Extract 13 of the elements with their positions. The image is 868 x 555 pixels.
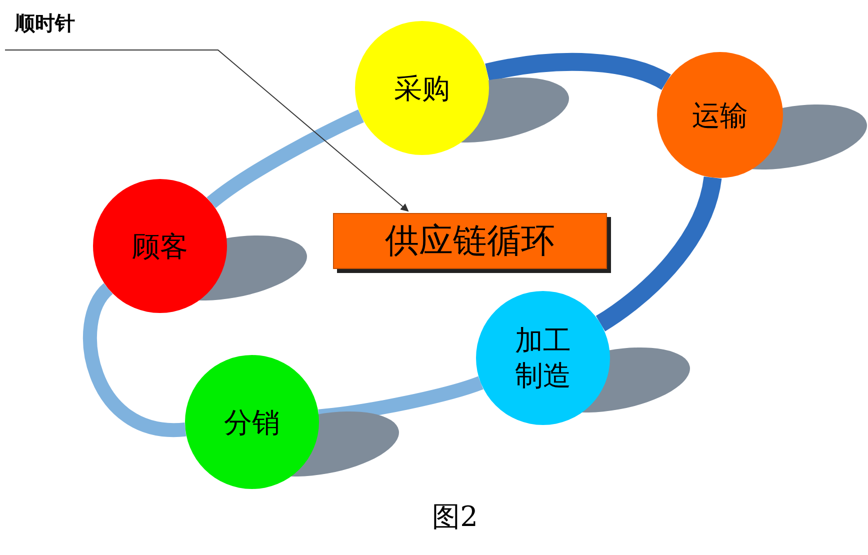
node-label: 供应链循环 <box>385 220 555 263</box>
ring-segment <box>83 284 186 436</box>
node-label: 分销 <box>223 404 281 440</box>
figure-caption: 图2 <box>431 499 479 535</box>
node-label: 加工制造 <box>514 323 572 393</box>
ring-segment <box>485 52 670 90</box>
ring-segment <box>596 176 722 332</box>
node-label: 顾客 <box>131 228 189 264</box>
node-label: 采购 <box>393 70 451 106</box>
note-text: 顺时针 <box>15 10 75 37</box>
leader-line <box>4 50 409 212</box>
ring-segment <box>206 109 364 208</box>
node-label: 运输 <box>691 98 749 132</box>
